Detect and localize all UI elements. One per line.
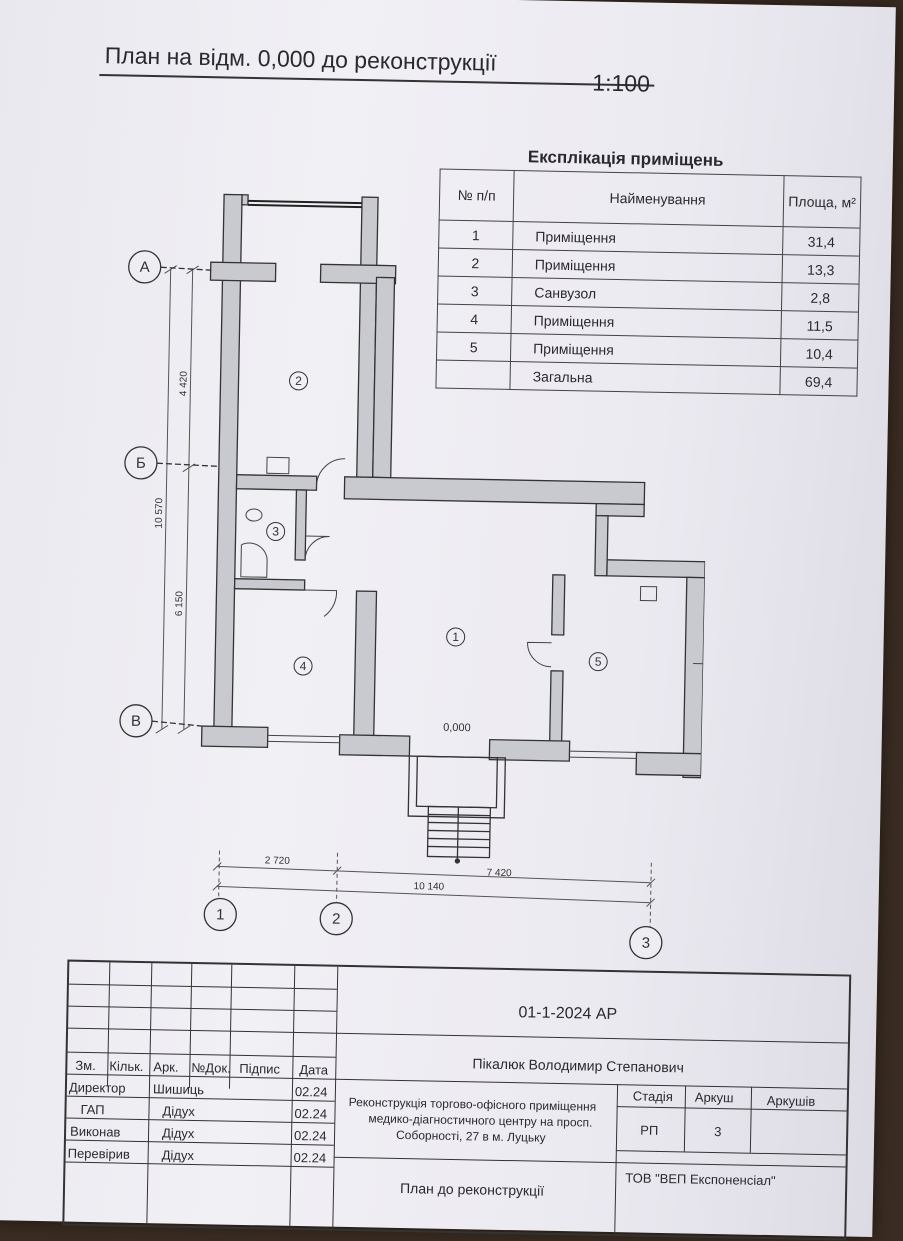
signer-role: Виконав [70, 1124, 121, 1140]
title-block: Зм. Кільк. Арк. №Док. Підпис Дата Директ… [62, 960, 851, 1241]
owner-name: Пікалюк Володимир Степанович [472, 1055, 684, 1075]
stamp-col-zm: Зм. [75, 1058, 96, 1073]
row-area: 11,5 [781, 311, 859, 340]
dim-12: 2 720 [265, 855, 291, 866]
signer-name: Дідух [162, 1103, 195, 1119]
dim-total-vertical: 10 570 [154, 497, 166, 528]
stage-header: Стадія [633, 1088, 673, 1104]
project-line-3: Соборності, 27 в м. Луцьку [396, 1128, 546, 1145]
number-axes [204, 898, 663, 959]
row-area: 10,4 [780, 339, 858, 368]
sheets-header: Аркушів [767, 1093, 816, 1109]
company-name: ТОВ "ВЕП Експоненсіал" [625, 1170, 776, 1188]
col-header-area: Площа, м² [783, 176, 861, 228]
signer-date: 02.24 [295, 1084, 328, 1100]
sheet-value: 3 [714, 1124, 722, 1139]
explication-title: Експлікація приміщень [528, 147, 724, 171]
sheet-title: План до реконструкції [400, 1180, 544, 1199]
stamp-col-kilk: Кільк. [109, 1058, 143, 1074]
signer-name: Шишиць [153, 1081, 204, 1097]
drawing-scale: 1:100 [592, 69, 650, 97]
title-underline [99, 74, 654, 87]
room-label-1: 1 [452, 630, 459, 644]
signer-name: Дідух [162, 1125, 195, 1141]
signer-role: ГАП [80, 1102, 104, 1117]
dim-total-horizontal: 10 140 [413, 881, 444, 893]
signer-name: Дідух [162, 1147, 195, 1163]
dim-bv: 6 150 [174, 591, 185, 617]
row-area: 2,8 [781, 283, 859, 312]
dim-23: 7 420 [487, 868, 513, 879]
signer-role: Директор [69, 1080, 126, 1096]
window-top [248, 201, 362, 207]
project-line-2: медико-діагностичного центру на просп. [368, 1111, 592, 1129]
signer-date: 02.24 [294, 1106, 327, 1122]
room-label-3: 3 [272, 524, 279, 538]
floor-plan: 2 3 4 1 5 0,000 4 420 10 570 6 150 [98, 172, 713, 963]
axis-3-label: 3 [641, 935, 650, 952]
letter-axes [120, 251, 223, 739]
windows-bottom [267, 655, 703, 759]
stage-value: РП [640, 1123, 658, 1138]
axis-2-label: 2 [332, 911, 341, 928]
room-label-5: 5 [595, 655, 602, 669]
document-code: 01-1-2024 АР [518, 1004, 617, 1024]
stamp-col-ark: Арк. [153, 1059, 178, 1074]
signer-date: 02.24 [293, 1150, 326, 1166]
stamp-col-date: Дата [299, 1062, 328, 1078]
stamp-col-signature: Підпис [239, 1061, 280, 1077]
walls [201, 194, 712, 777]
axis-b-label: Б [136, 455, 146, 472]
axis-a-label: А [140, 259, 150, 276]
entrance-porch [407, 756, 505, 864]
room-label-4: 4 [300, 659, 307, 673]
row-area: 13,3 [782, 255, 860, 284]
drawing-title: План на відм. 0,000 до реконструкції [105, 42, 497, 77]
signer-role: Перевірив [68, 1146, 131, 1162]
level-mark: 0,000 [443, 722, 471, 735]
dim-ab: 4 420 [178, 371, 189, 397]
stamp-col-doc: №Док. [191, 1060, 231, 1076]
room-label-2: 2 [295, 374, 302, 388]
sheet-header: Аркуш [695, 1090, 734, 1106]
axis-v-label: В [131, 713, 141, 730]
total-area: 69,4 [780, 367, 858, 396]
axis-1-label: 1 [216, 906, 225, 923]
signer-date: 02.24 [294, 1128, 327, 1144]
row-area: 31,4 [783, 227, 861, 256]
